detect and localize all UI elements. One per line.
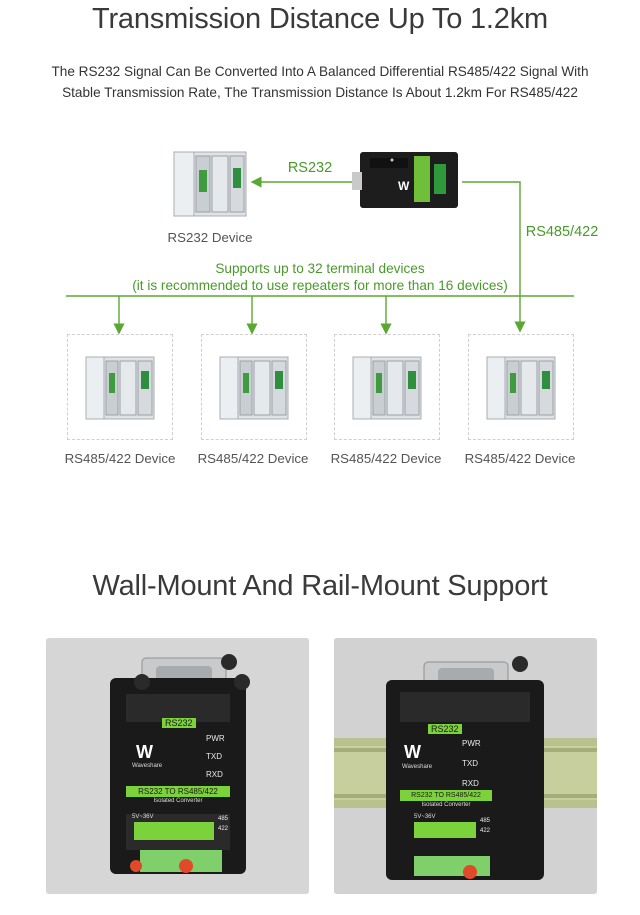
rs232-link-label: RS232	[287, 160, 333, 176]
rail-port-485-label: 485	[480, 818, 491, 824]
rail-brand-logo-icon: W	[404, 742, 421, 762]
model-sub-label: Isolated Converter	[153, 798, 203, 804]
port-422-label: 422	[218, 826, 229, 832]
rs485-device-1-label: RS485/422 Device	[64, 451, 176, 466]
rs232-device-image	[173, 151, 247, 217]
rs485-device-3-label: RS485/422 Device	[330, 451, 442, 466]
rs485-device-2	[201, 334, 307, 440]
rail-model-label: RS232 TO RS485/422	[400, 790, 492, 801]
wall-mount-photo: RS232 W Waveshare PWR TXD RXD RS232 TO R…	[46, 638, 309, 894]
rail-voltage-label: 5V~36V	[414, 814, 436, 820]
rs232-device-label: RS232 Device	[167, 230, 253, 245]
section-title-mount: Wall-Mount And Rail-Mount Support	[92, 570, 548, 602]
rail-led-labels: PWR TXD RXD	[462, 734, 481, 794]
rail-mount-photo: RS232 W Waveshare PWR TXD RXD RS232 TO R…	[334, 638, 597, 894]
rs485-device-2-label: RS485/422 Device	[197, 451, 309, 466]
description-line-2: Stable Transmission Rate, The Transmissi…	[62, 85, 578, 100]
rs485-device-3	[334, 334, 440, 440]
rail-top-tag: RS232	[428, 724, 462, 734]
rail-led-txd-label: TXD	[462, 759, 478, 768]
rail-led-pwr-label: PWR	[462, 739, 481, 748]
converter-image: W	[352, 152, 458, 208]
led-labels: PWR TXD RXD	[206, 730, 225, 784]
led-txd-label: TXD	[206, 752, 222, 761]
rs485-link-line	[462, 181, 526, 333]
rs485-device-3-image	[352, 356, 422, 420]
brand-logo-icon: W	[136, 742, 153, 762]
rs485-device-4-label: RS485/422 Device	[464, 451, 576, 466]
model-label: RS232 TO RS485/422	[126, 786, 230, 797]
rs485-device-4	[468, 334, 574, 440]
voltage-label: 5V~36V	[132, 814, 154, 820]
brand-name: Waveshare	[132, 763, 163, 769]
rail-led-rxd-label: RXD	[462, 779, 479, 788]
bus-note: Supports up to 32 terminal devices (it i…	[100, 260, 540, 294]
rs485-device-2-image	[219, 356, 289, 420]
rail-port-422-label: 422	[480, 828, 491, 834]
section-description: The RS232 Signal Can Be Converted Into A…	[20, 61, 620, 103]
bus-note-line-1: Supports up to 32 terminal devices	[215, 261, 425, 276]
port-labels: 485 422	[218, 814, 228, 834]
top-tag: RS232	[162, 718, 196, 728]
bus-note-line-2: (it is recommended to use repeaters for …	[132, 278, 508, 293]
led-pwr-label: PWR	[206, 734, 225, 743]
description-line-1: The RS232 Signal Can Be Converted Into A…	[51, 64, 589, 79]
rail-model-sub-label: Isolated Converter	[421, 802, 471, 808]
wall-mount-image	[46, 638, 309, 894]
rs485-link-label: RS485/422	[525, 224, 599, 240]
rs485-device-1	[67, 334, 173, 440]
section-title-transmission: Transmission Distance Up To 1.2km	[92, 3, 548, 35]
terminal-block	[134, 822, 214, 840]
rail-terminal-block	[414, 822, 476, 838]
rs485-device-4-image	[486, 356, 556, 420]
svg-text:W: W	[398, 179, 410, 193]
rail-brand-name: Waveshare	[402, 764, 433, 770]
port-485-label: 485	[218, 816, 229, 822]
led-rxd-label: RXD	[206, 770, 223, 779]
rail-port-labels: 485 422	[480, 816, 490, 836]
rs485-device-1-image	[85, 356, 155, 420]
